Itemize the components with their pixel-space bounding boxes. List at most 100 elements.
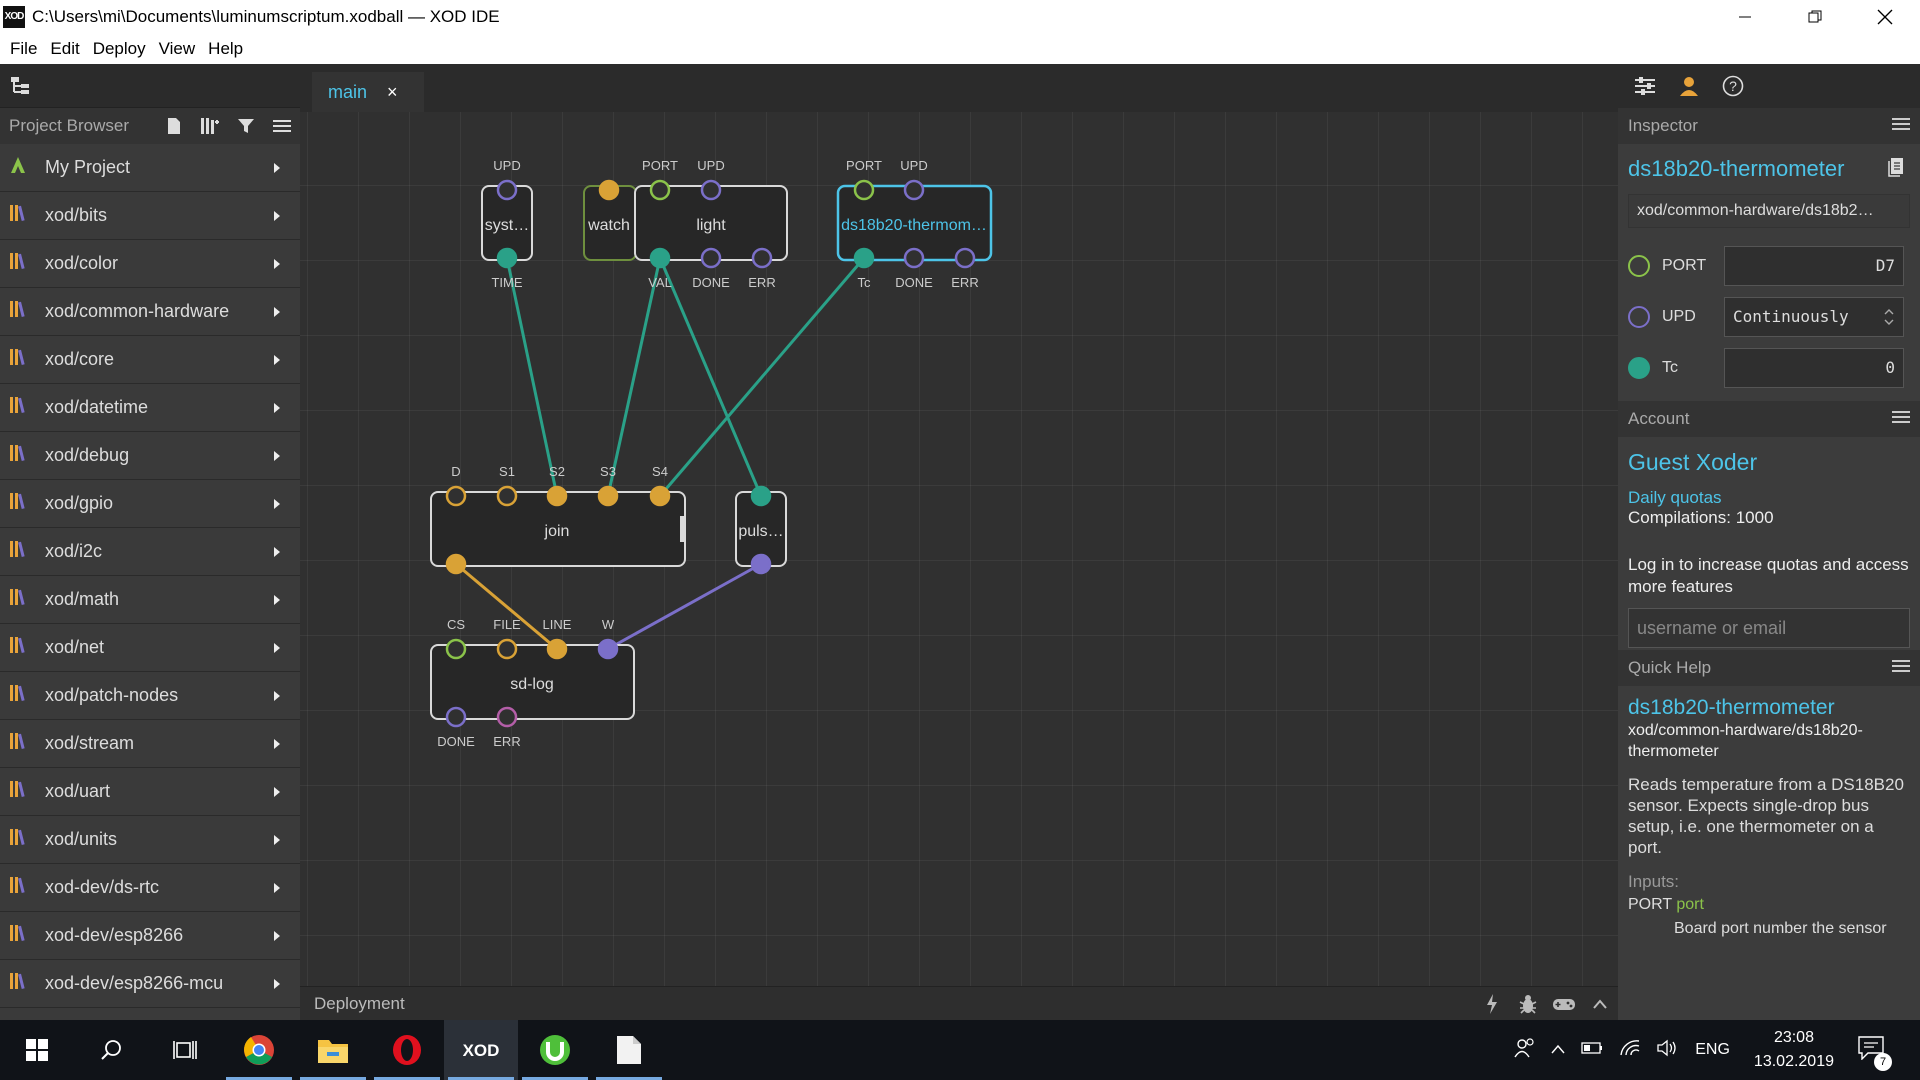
- node-ds18b20-thermometer[interactable]: ds18b20-thermom… PORT UPD Tc DONE ERR: [836, 158, 993, 290]
- pin-s2[interactable]: [546, 485, 568, 507]
- inspector-node-name[interactable]: ds18b20-thermometer: [1628, 156, 1845, 181]
- project-browser-item[interactable]: xod/color: [0, 240, 300, 288]
- pin-upd[interactable]: [903, 179, 925, 201]
- task-view-button[interactable]: [148, 1020, 222, 1080]
- pin-upd-select[interactable]: Continuously: [1724, 296, 1904, 337]
- pin-done[interactable]: [903, 247, 925, 269]
- expand-arrow-icon[interactable]: [274, 546, 280, 557]
- expand-arrow-icon[interactable]: [274, 450, 280, 461]
- expand-arrow-icon[interactable]: [274, 498, 280, 509]
- filter-icon[interactable]: [228, 117, 264, 135]
- link-val-s3[interactable]: [606, 257, 662, 497]
- project-browser-item[interactable]: xod/datetime: [0, 384, 300, 432]
- pin-s3[interactable]: [597, 485, 619, 507]
- link-time-s2[interactable]: [505, 257, 559, 497]
- menu-file[interactable]: File: [10, 38, 38, 58]
- inspector-sliders-icon[interactable]: [1628, 77, 1662, 95]
- project-browser-item[interactable]: xod/units: [0, 816, 300, 864]
- panel-menu-icon[interactable]: [264, 118, 300, 134]
- expand-arrow-icon[interactable]: [274, 162, 280, 173]
- expand-arrow-icon[interactable]: [274, 642, 280, 653]
- xod-taskbar-button[interactable]: XOD: [444, 1020, 518, 1080]
- pin-tc-value[interactable]: 0: [1724, 347, 1904, 388]
- upload-lightning-icon[interactable]: [1474, 993, 1510, 1014]
- pin-upd[interactable]: [700, 179, 722, 201]
- username-field[interactable]: username or email: [1628, 608, 1910, 648]
- expand-chevron-up-icon[interactable]: [1582, 998, 1618, 1009]
- menu-edit[interactable]: Edit: [50, 38, 80, 58]
- project-browser-item[interactable]: xod/i2c: [0, 528, 300, 576]
- project-browser-item[interactable]: xod-dev/esp8266: [0, 912, 300, 960]
- restore-button[interactable]: [1780, 0, 1850, 33]
- expand-arrow-icon[interactable]: [274, 594, 280, 605]
- node-sd-log[interactable]: sd-log CS FILE LINE W DONE ERR: [430, 617, 635, 749]
- node-doc-icon[interactable]: [1888, 157, 1904, 182]
- expand-arrow-icon[interactable]: [274, 306, 280, 317]
- pin-done[interactable]: [700, 247, 722, 269]
- close-button[interactable]: [1850, 0, 1920, 33]
- add-library-icon[interactable]: [192, 117, 228, 135]
- debug-bug-icon[interactable]: [1510, 994, 1546, 1014]
- battery-icon[interactable]: [1581, 1041, 1603, 1059]
- project-browser-item[interactable]: xod/gpio: [0, 480, 300, 528]
- pin-file[interactable]: [496, 638, 518, 660]
- deployment-bar[interactable]: Deployment: [300, 986, 1618, 1020]
- project-browser-item[interactable]: xod/bits: [0, 192, 300, 240]
- expand-arrow-icon[interactable]: [274, 738, 280, 749]
- expand-arrow-icon[interactable]: [274, 354, 280, 365]
- node-system-time[interactable]: syst… UPD TIME: [481, 158, 533, 290]
- start-button[interactable]: [0, 1020, 74, 1080]
- search-button[interactable]: [74, 1020, 148, 1080]
- expand-arrow-icon[interactable]: [274, 690, 280, 701]
- project-browser-item[interactable]: My Project: [0, 144, 300, 192]
- minimize-button[interactable]: [1710, 0, 1780, 33]
- menu-deploy[interactable]: Deploy: [92, 38, 146, 58]
- project-browser-item[interactable]: xod/stream: [0, 720, 300, 768]
- project-browser-item[interactable]: xod/math: [0, 576, 300, 624]
- pin-time[interactable]: [496, 247, 518, 269]
- node-join[interactable]: join D S1 S2 S3 S4: [430, 464, 686, 575]
- pin-err[interactable]: [954, 247, 976, 269]
- volume-icon[interactable]: [1657, 1039, 1679, 1062]
- pin-d[interactable]: [445, 485, 467, 507]
- quick-help-menu-icon[interactable]: [1892, 658, 1910, 679]
- pin-val[interactable]: [649, 247, 671, 269]
- account-user-icon[interactable]: [1672, 76, 1706, 96]
- action-center-button[interactable]: 7: [1858, 1035, 1892, 1071]
- project-browser-item[interactable]: xod-dev/ds-rtc: [0, 864, 300, 912]
- expand-arrow-icon[interactable]: [274, 402, 280, 413]
- expand-arrow-icon[interactable]: [274, 930, 280, 941]
- expand-arrow-icon[interactable]: [274, 978, 280, 989]
- pin-port-value[interactable]: D7: [1724, 245, 1904, 286]
- pin-watch-in[interactable]: [598, 179, 620, 201]
- pin-done[interactable]: [445, 706, 467, 728]
- utorrent-taskbar-button[interactable]: [518, 1020, 592, 1080]
- notepad-taskbar-button[interactable]: [592, 1020, 666, 1080]
- link-val-pulse[interactable]: [658, 257, 763, 497]
- expand-arrow-icon[interactable]: [274, 786, 280, 797]
- menu-view[interactable]: View: [158, 38, 196, 58]
- project-browser-item[interactable]: xod/uart: [0, 768, 300, 816]
- pin-s4[interactable]: [649, 485, 671, 507]
- language-indicator[interactable]: ENG: [1695, 1041, 1730, 1058]
- account-menu-icon[interactable]: [1892, 409, 1910, 430]
- help-question-icon[interactable]: ?: [1716, 75, 1750, 97]
- wifi-icon[interactable]: [1619, 1039, 1641, 1062]
- menu-help[interactable]: Help: [208, 38, 244, 58]
- pin-line[interactable]: [546, 638, 568, 660]
- link-tc-s4[interactable]: [658, 257, 866, 497]
- chrome-taskbar-button[interactable]: [222, 1020, 296, 1080]
- patch-canvas[interactable]: syst… UPD TIME watch light PORT UPD VAL …: [300, 112, 1618, 986]
- pin-err[interactable]: [496, 706, 518, 728]
- clock[interactable]: 23:08 13.02.2019: [1754, 1026, 1834, 1074]
- project-browser-item[interactable]: xod/net: [0, 624, 300, 672]
- pin-s1[interactable]: [496, 485, 518, 507]
- daily-quotas-link[interactable]: Daily quotas: [1628, 488, 1722, 507]
- pin-pulse-out[interactable]: [750, 553, 772, 575]
- pin-port[interactable]: [853, 179, 875, 201]
- expand-arrow-icon[interactable]: [274, 210, 280, 221]
- pin-w[interactable]: [597, 638, 619, 660]
- show-hidden-icons-chevron-icon[interactable]: [1551, 1041, 1565, 1059]
- people-icon[interactable]: [1513, 1037, 1535, 1064]
- pin-upd[interactable]: [496, 179, 518, 201]
